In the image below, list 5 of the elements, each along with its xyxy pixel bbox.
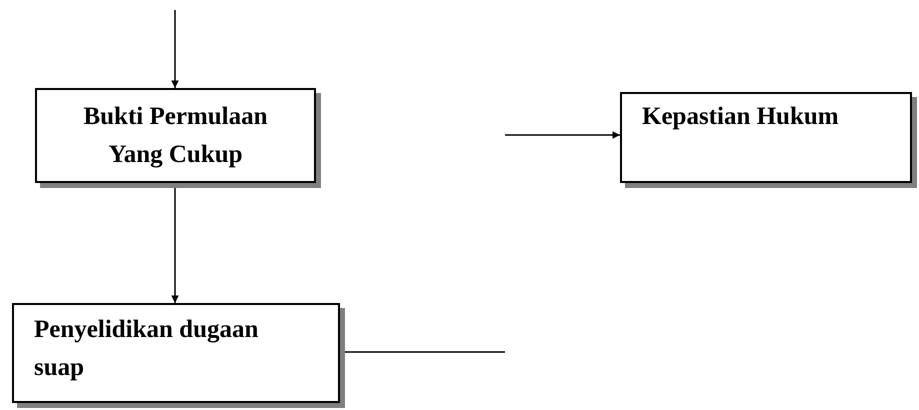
box-label: Kepastian Hukum (642, 102, 840, 132)
arrow (171, 10, 179, 88)
arrow (505, 131, 620, 139)
box-label: Penyelidikan dugaan suap (34, 315, 260, 383)
box-label: Bukti Permulaan Yang Cukup (82, 102, 269, 170)
